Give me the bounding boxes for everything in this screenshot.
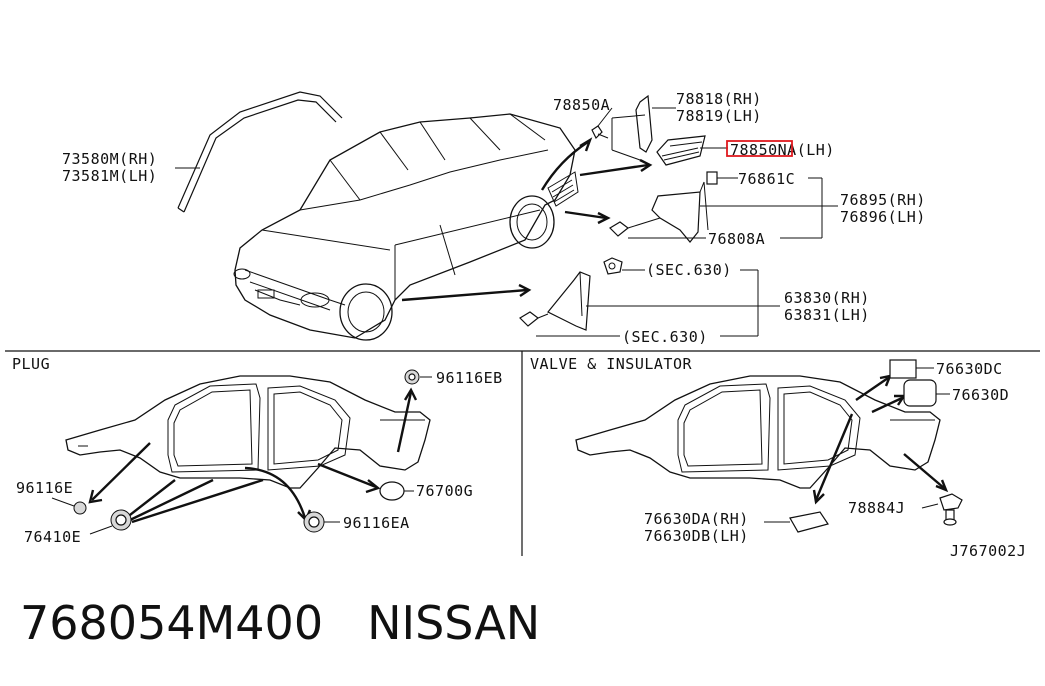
label-76630da: 76630DA(RH) <box>644 510 749 528</box>
label-96116ea: 96116EA <box>343 514 410 532</box>
label-78884j: 78884J <box>848 499 905 517</box>
valve-78884j-icon <box>939 493 963 526</box>
part-caption: 768054M400 NISSAN <box>20 596 584 650</box>
insulator-76630da-icon <box>789 511 829 533</box>
plug-76700g-icon <box>379 481 405 501</box>
car-illustration <box>177 91 579 341</box>
label-76861c: 76861C <box>738 170 795 188</box>
label-76896: 76896(LH) <box>840 208 926 226</box>
part-number: 768054M400 <box>20 596 324 650</box>
valve-parts <box>789 359 963 533</box>
insulator-76630d-icon <box>903 379 937 407</box>
highlight-box <box>726 140 793 157</box>
label-sec630-lower: (SEC.630) <box>622 328 708 346</box>
label-73581m: 73581M(LH) <box>62 167 157 185</box>
top-arrows <box>401 137 653 302</box>
insulator-76630dc-icon <box>889 359 917 379</box>
label-76630dc: 76630DC <box>936 360 1003 378</box>
diagram-code: J767002J <box>950 542 1026 560</box>
label-sec630-upper: (SEC.630) <box>646 261 732 279</box>
label-76808a: 76808A <box>708 230 765 248</box>
top-leaders <box>175 107 838 337</box>
plug-body-side <box>65 375 431 489</box>
section-title-plug: PLUG <box>12 355 50 373</box>
vent-parts <box>519 94 718 331</box>
valve-leaders <box>764 367 950 523</box>
plug-leaders <box>51 376 432 535</box>
label-76630db: 76630DB(LH) <box>644 527 749 545</box>
label-76410e: 76410E <box>24 528 81 546</box>
label-78819: 78819(LH) <box>676 107 762 125</box>
label-63830: 63830(RH) <box>784 289 870 307</box>
section-title-valve: VALVE & INSULATOR <box>530 355 692 373</box>
label-76630d: 76630D <box>952 386 1009 404</box>
label-78850na: 78850NA(LH) <box>730 141 835 159</box>
brand-name: NISSAN <box>367 596 541 650</box>
valve-body-side <box>575 375 941 489</box>
plug-arrows <box>88 387 418 526</box>
plug-96116e-icon <box>73 501 87 515</box>
plug-parts <box>73 369 420 533</box>
label-78818: 78818(RH) <box>676 90 762 108</box>
label-96116eb: 96116EB <box>436 369 503 387</box>
label-96116e: 96116E <box>16 479 73 497</box>
label-78850a: 78850A <box>553 96 610 114</box>
label-76700g: 76700G <box>416 482 473 500</box>
label-63831: 63831(LH) <box>784 306 870 324</box>
label-73580m: 73580M(RH) <box>62 150 157 168</box>
label-76895: 76895(RH) <box>840 191 926 209</box>
